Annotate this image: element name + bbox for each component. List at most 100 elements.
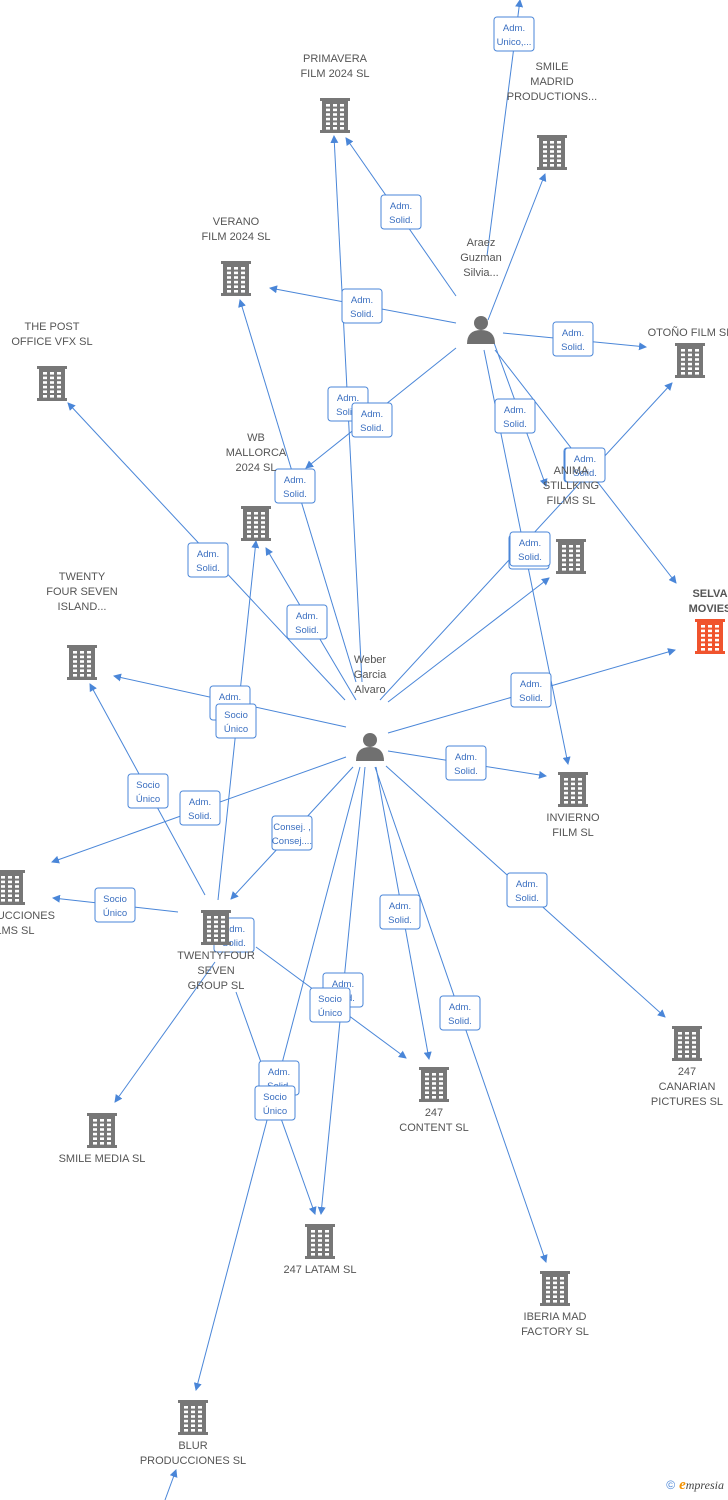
company-node-otono[interactable]: OTOÑO FILM SL — [648, 326, 728, 378]
building-icon — [320, 98, 350, 133]
relation-label-weber-to-c247_content[interactable]: Adm.Solid. — [379, 894, 421, 930]
relation-label-box — [509, 531, 551, 567]
node-label: ISLAND... — [58, 601, 107, 613]
relation-label-box — [271, 815, 313, 851]
relation-label-text: Solid. — [350, 309, 374, 320]
relation-label-weber-to-twentyfour_group[interactable]: Consej. , Consej.... — [271, 815, 313, 851]
relation-label-box — [380, 194, 422, 230]
relation-label-box — [379, 894, 421, 930]
relation-label-box — [351, 402, 393, 438]
relation-label-weber-to-c247_canarian[interactable]: Adm.Solid. — [506, 872, 548, 908]
building-icon — [540, 1271, 570, 1306]
copyright-symbol: © — [666, 1478, 676, 1492]
brand-initial: e — [679, 1477, 686, 1493]
node-label: VERANO — [213, 216, 260, 228]
edge-blur_offscreen-to-blur — [164, 1469, 178, 1500]
person-node-araez[interactable]: AraezGuzmanSilvia... — [460, 237, 502, 344]
relation-label-weber-to-invierno[interactable]: Adm.Solid. — [445, 745, 487, 781]
node-label: MOVIES — [689, 603, 728, 615]
node-label: OFFICE VFX SL — [11, 336, 92, 348]
node-label: Alvaro — [354, 684, 385, 696]
relation-label-araez-to-top_offscreen[interactable]: Adm. Unico,... — [493, 16, 535, 52]
company-node-smile_media[interactable]: SMILE MEDIA SL — [59, 1113, 146, 1165]
relation-label-box — [506, 872, 548, 908]
relation-label-box — [187, 542, 229, 578]
edge-araez-to-smile_madrid — [487, 173, 547, 321]
node-label: TWENTYFOUR — [177, 950, 255, 962]
node-label: Weber — [354, 654, 387, 666]
edge-twentyfour_group-to-smile_media — [114, 961, 216, 1103]
relation-label-text: Único — [224, 724, 248, 735]
relation-label-text: Adm. — [516, 879, 538, 890]
relation-label-text: Solid. — [389, 215, 413, 226]
company-node-smile_madrid[interactable]: SMILEMADRIDPRODUCTIONS... — [507, 61, 597, 170]
relation-label-weber-to-otono[interactable]: Adm.Solid. — [564, 447, 606, 483]
relation-label-text: Consej. , — [273, 822, 311, 833]
person-icon — [467, 316, 495, 344]
relation-label-weber-to-wb[interactable]: Adm.Solid. — [286, 604, 328, 640]
relation-label-text: Adm. — [503, 23, 525, 34]
node-label: 247 LATAM SL — [284, 1264, 357, 1276]
node-label: FILMS SL — [0, 925, 34, 937]
node-label: SELVA — [692, 588, 727, 600]
relation-label-weber-to-thepost[interactable]: Adm.Solid. — [187, 542, 229, 578]
relation-label-araez-to-anima[interactable]: Adm.Solid. — [494, 398, 536, 434]
relation-label-box — [215, 703, 257, 739]
relation-label-weber-to-selva[interactable]: Adm.Solid. — [510, 672, 552, 708]
relation-label-text: Adm. — [197, 549, 219, 560]
node-label: Araez — [467, 237, 496, 249]
node-label: CONTENT SL — [399, 1122, 468, 1134]
node-label: SMILE — [535, 61, 568, 73]
relation-label-box — [274, 468, 316, 504]
relation-label-box — [286, 604, 328, 640]
node-label: SEVEN — [197, 965, 234, 977]
relation-label-araez-to-otono[interactable]: Adm.Solid. — [552, 321, 594, 357]
node-label: MADRID — [530, 76, 573, 88]
relation-label-text: Adm. — [189, 797, 211, 808]
relation-label-araez-to-primavera[interactable]: Adm.Solid. — [380, 194, 422, 230]
company-node-producciones_films[interactable]: PRODUCCIONESFILMS SL — [0, 870, 55, 937]
company-node-twenty_island[interactable]: TWENTYFOUR SEVENISLAND... — [46, 571, 118, 680]
relation-label-weber-to-anima[interactable]: Adm.Solid. — [509, 531, 551, 567]
relation-label-text: Solid. — [454, 766, 478, 777]
relation-label-text: Solid. — [388, 915, 412, 926]
relation-label-text: Unico,... — [497, 37, 532, 48]
node-label: TWENTY — [59, 571, 106, 583]
building-icon — [672, 1026, 702, 1061]
relation-label-text: Consej.... — [272, 836, 312, 847]
relation-label-weber-to-producciones_films[interactable]: Adm.Solid. — [179, 790, 221, 826]
node-label: CANARIAN — [659, 1081, 716, 1093]
relation-label-text: Solid. — [503, 419, 527, 430]
relation-label-araez-to-verano[interactable]: Adm.Solid. — [341, 288, 383, 324]
relation-labels-layer: Adm.Unico,...Adm.Solid.Adm.Solid.Adm.Sol… — [94, 16, 606, 1121]
relation-label-box — [341, 288, 383, 324]
relation-label-text: Solid. — [518, 552, 542, 563]
relation-label-weber-to-verano[interactable]: Adm.Solid. — [274, 468, 316, 504]
company-node-selva[interactable]: SELVA MOVIES — [689, 588, 728, 654]
footer-brand[interactable]: ©empresia — [666, 1477, 724, 1494]
building-icon — [0, 870, 25, 905]
node-label: IBERIA MAD — [524, 1311, 587, 1323]
relation-label-weber-to-iberia[interactable]: Adm.Solid. — [439, 995, 481, 1031]
relation-label-weber-to-primavera[interactable]: Adm.Solid. — [351, 402, 393, 438]
company-node-c247_latam[interactable]: 247 LATAM SL — [284, 1224, 357, 1276]
relation-label-text: Socio — [263, 1092, 287, 1103]
relation-label-box — [439, 995, 481, 1031]
